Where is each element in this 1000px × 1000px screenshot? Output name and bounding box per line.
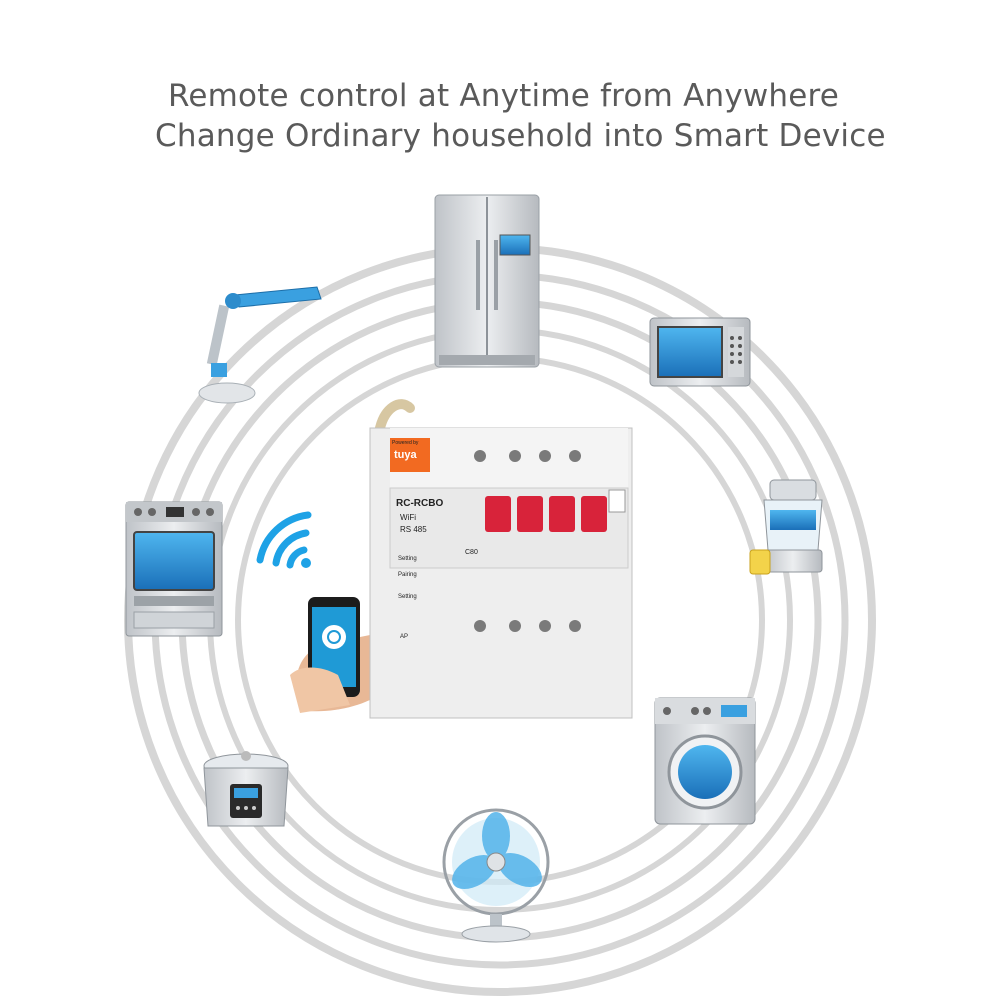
wifi-icon	[256, 511, 312, 569]
breaker-setting-label: Setting	[398, 556, 417, 562]
oven-icon	[125, 501, 223, 637]
smartphone-icon	[290, 597, 385, 713]
headline-line-2: Change Ordinary household into Smart Dev…	[155, 118, 886, 154]
breaker-protocol: RS 485	[400, 525, 427, 534]
breaker-rating: C80	[465, 549, 478, 556]
breaker-setting-label-2: Setting	[398, 594, 417, 600]
breaker-model: RC-RCBO	[396, 498, 443, 509]
breaker-ap-label: AP	[400, 634, 408, 640]
rice-cooker-icon	[203, 751, 289, 827]
circuit-breaker-icon: Powered by tuya RC-RCBO WiFi RS 485 Sett…	[369, 399, 633, 719]
headline-line-1: Remote control at Anytime from Anywhere	[168, 78, 840, 114]
fan-icon	[442, 808, 550, 943]
breaker-brand: tuya	[394, 449, 418, 461]
washing-machine-icon	[654, 697, 756, 825]
refrigerator-icon	[434, 194, 540, 368]
juicer-icon	[749, 479, 823, 575]
desk-lamp-icon	[198, 286, 322, 404]
microwave-icon	[649, 317, 751, 387]
breaker-pairing-label: Pairing	[398, 572, 417, 578]
breaker-powered-by: Powered by	[392, 440, 419, 446]
breaker-wifi-label: WiFi	[400, 513, 416, 522]
